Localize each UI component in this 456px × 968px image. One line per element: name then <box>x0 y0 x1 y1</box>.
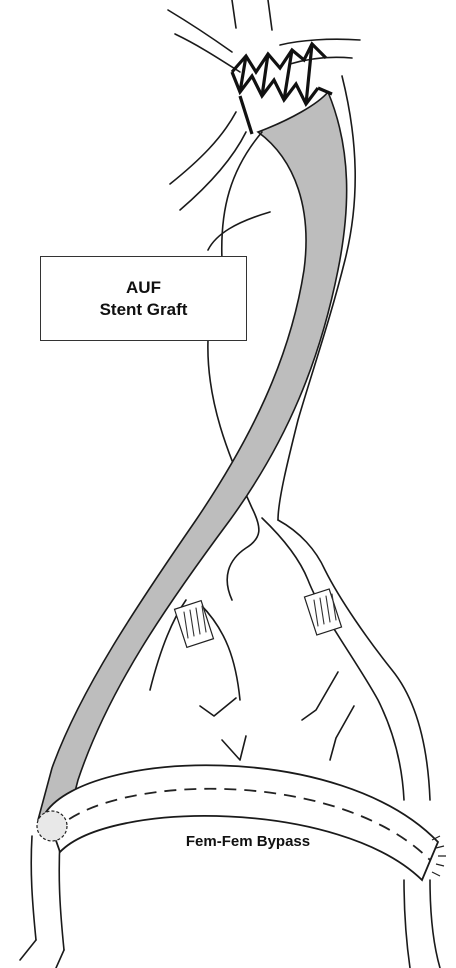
left-anastomosis <box>37 811 67 841</box>
stent-graft-label-line2: Stent Graft <box>100 299 188 321</box>
left-iliac-stent <box>175 601 214 648</box>
stent-graft-label-box: AUF Stent Graft <box>40 256 247 341</box>
bypass-label: Fem-Fem Bypass <box>148 833 348 850</box>
stent-graft-label-line1: AUF <box>126 277 161 299</box>
right-femoral-artery <box>404 880 440 968</box>
stent-graft-limb <box>38 92 347 828</box>
fem-fem-bypass-graft <box>46 765 438 880</box>
right-iliac-stent <box>304 589 341 635</box>
